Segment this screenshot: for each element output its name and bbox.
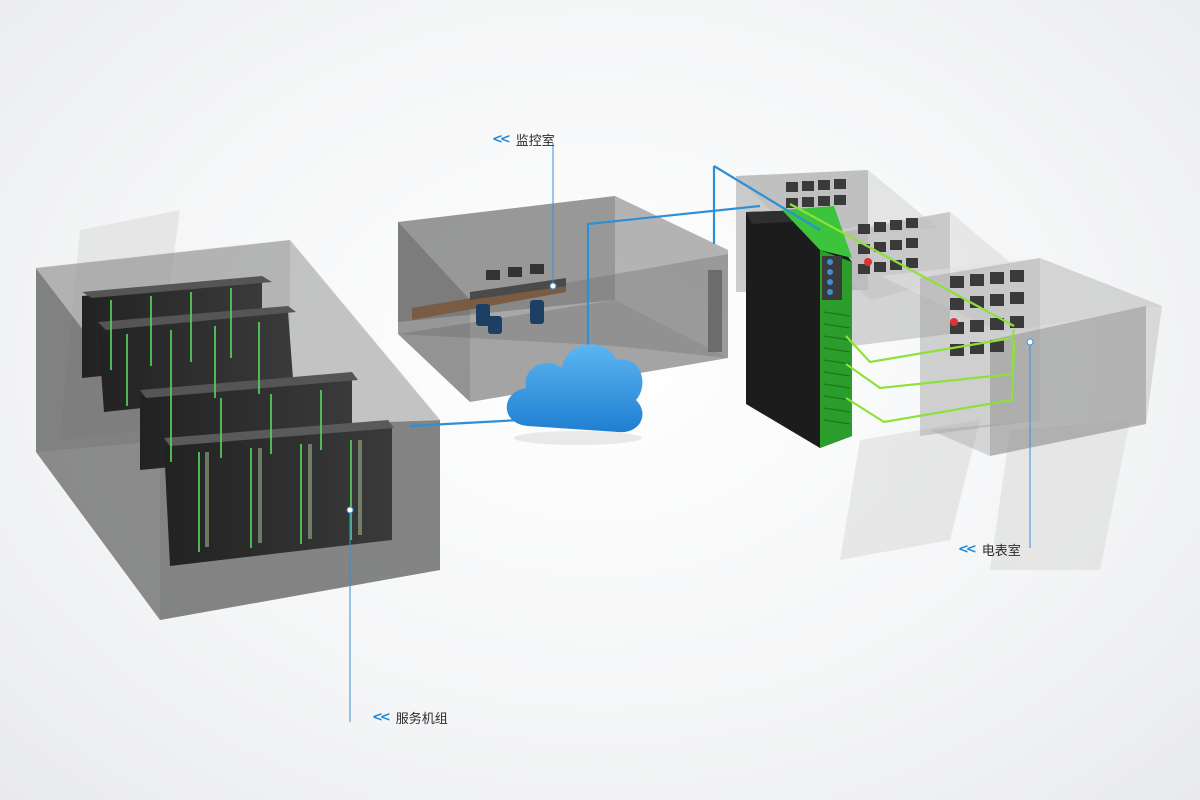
double-chevron-left-icon: << [492, 132, 511, 147]
io-module [746, 206, 852, 448]
server-racks [82, 276, 394, 566]
meter-room-callout: << 电表室 [958, 540, 1021, 559]
cloud-icon [506, 344, 643, 445]
monitoring-room [398, 196, 728, 402]
monitoring-room-label: 监控室 [515, 134, 555, 149]
callout-anchors [346, 282, 1034, 514]
double-chevron-left-icon: << [958, 542, 977, 557]
callout-leaders [349, 143, 1031, 722]
server-cluster-label: 服务机组 [395, 712, 448, 727]
network-lines [409, 165, 821, 428]
meter-room-label: 电表室 [981, 544, 1021, 559]
signal-lines [789, 203, 1016, 424]
monitoring-room-callout: << 监控室 [492, 130, 555, 149]
server-cluster-callout: << 服务机组 [372, 708, 448, 727]
double-chevron-left-icon: << [372, 710, 391, 725]
